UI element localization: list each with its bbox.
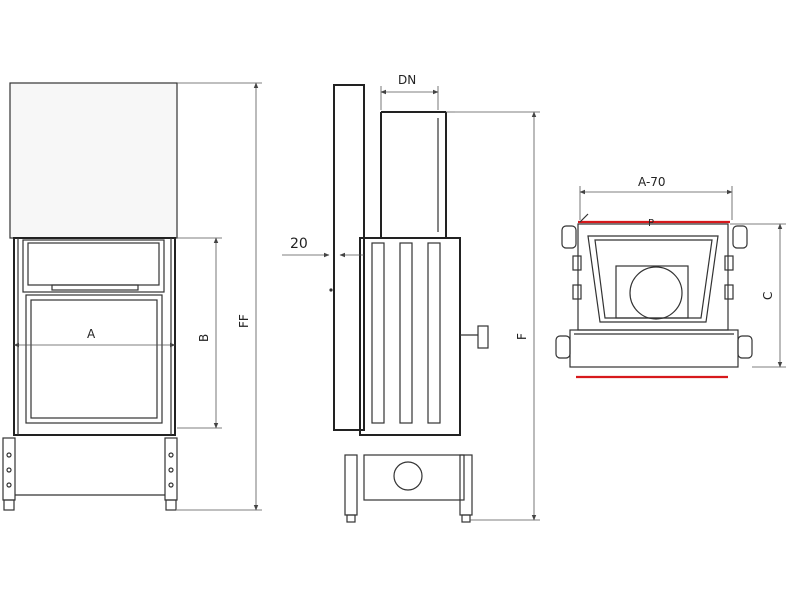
label-a70: A-70 [638, 175, 666, 189]
top-firebox [587, 235, 719, 323]
front-leg-left [2, 437, 16, 501]
front-leg-right [164, 437, 178, 501]
top-leg-tl [561, 225, 577, 249]
side-body [359, 237, 461, 436]
front-hood [9, 82, 178, 239]
side-air-intake [393, 461, 423, 491]
front-window-frame [22, 239, 165, 293]
top-flue [629, 266, 683, 320]
top-leg-tr [732, 225, 748, 249]
side-rib-2 [399, 242, 413, 424]
side-leg-right [459, 454, 473, 516]
label-a: A [87, 327, 96, 341]
label-20: 20 [290, 236, 308, 252]
side-chimney [380, 111, 447, 238]
side-view: DN 20 F [282, 73, 540, 523]
side-rib-1 [371, 242, 385, 424]
front-body [13, 237, 176, 436]
label-ff: FF [237, 314, 251, 328]
side-handle [477, 325, 489, 349]
top-leg-bl [555, 335, 571, 359]
side-front-panel [333, 84, 365, 431]
top-flue-frame [615, 265, 689, 319]
top-leg-br [737, 335, 753, 359]
label-c: C [761, 292, 775, 300]
side-leg-left [344, 454, 358, 516]
label-b: B [197, 334, 211, 342]
side-base [363, 454, 465, 501]
side-rib-3 [427, 242, 441, 424]
label-dn: DN [398, 73, 416, 87]
front-glass-door [25, 294, 163, 424]
front-handle [51, 284, 139, 291]
top-front-plate [569, 329, 739, 368]
top-view: A-70 P C [555, 175, 786, 379]
front-view: A B FF [2, 82, 262, 511]
label-f: F [515, 333, 529, 340]
